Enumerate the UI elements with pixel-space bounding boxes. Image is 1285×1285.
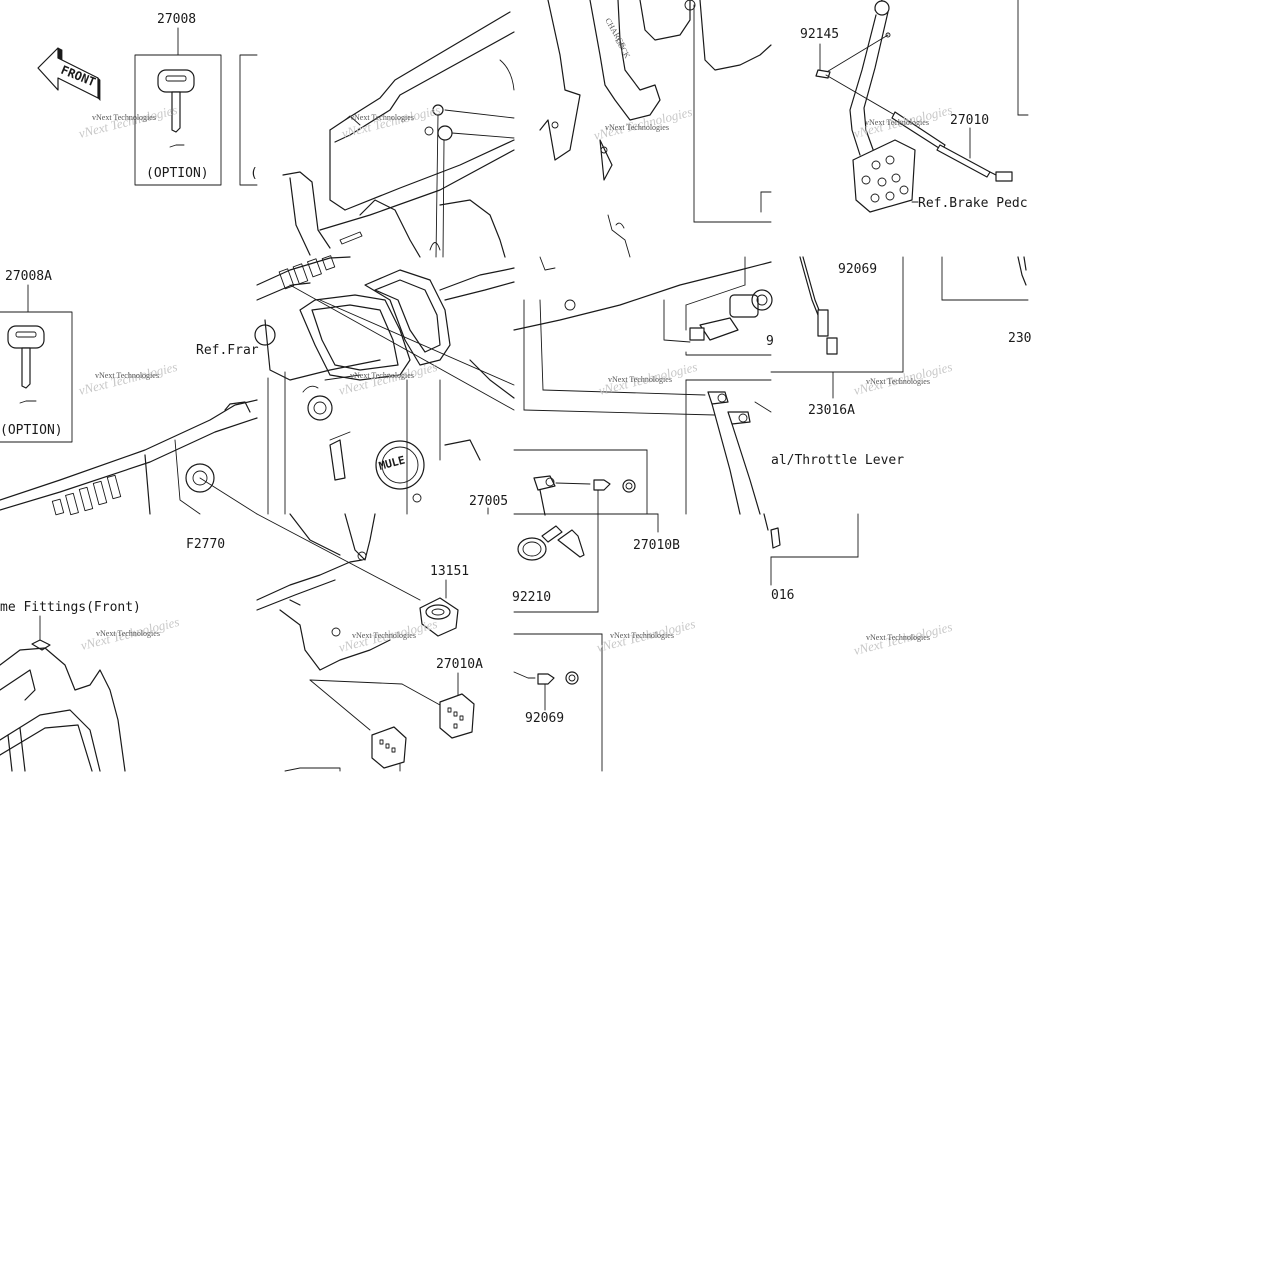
part-label-016: 016 bbox=[771, 588, 794, 603]
part-label-230: 230 bbox=[1008, 331, 1031, 346]
dashboard-lower-left bbox=[0, 399, 258, 516]
ref-label-throttle: al/Throttle Lever bbox=[771, 453, 904, 468]
part-label-27010a: 27010A bbox=[436, 657, 483, 672]
option-label-partial: ( bbox=[250, 166, 258, 181]
key-icon bbox=[157, 69, 195, 148]
part-label-27005: 27005 bbox=[469, 494, 508, 509]
part-label-92145: 92145 bbox=[800, 27, 839, 42]
part-label-27010: 27010 bbox=[950, 113, 989, 128]
dashboard-center: MULE bbox=[254, 255, 515, 515]
brake-pedal bbox=[815, 0, 1029, 213]
watermark: vNext Technologies bbox=[866, 633, 930, 642]
part-label-27008a: 27008A bbox=[5, 269, 52, 284]
ignition-parts bbox=[513, 449, 659, 772]
panel-text-2: LOCK bbox=[613, 37, 632, 61]
dashboard-upper bbox=[282, 11, 515, 258]
watermark: vNext Technologies bbox=[96, 629, 160, 638]
rocker-switch-27010a bbox=[439, 693, 475, 739]
watermark: vNext Technologies bbox=[866, 377, 930, 386]
part-label-9: 9 bbox=[766, 334, 774, 349]
watermark: vNext Technologies bbox=[352, 631, 416, 640]
frame-fittings-front bbox=[0, 639, 126, 772]
watermark: vNext Technologies bbox=[865, 118, 929, 127]
ref-label-frame-fittings: me Fittings(Front) bbox=[0, 600, 141, 615]
watermark: vNext Technologies bbox=[350, 371, 414, 380]
part-label-92069-top: 92069 bbox=[838, 262, 877, 277]
option-label-key-a: (OPTION) bbox=[146, 166, 209, 181]
switch-assembly bbox=[513, 256, 773, 515]
harness-23016a bbox=[770, 256, 1029, 399]
figure-code: F2770 bbox=[186, 537, 225, 552]
ref-label-frame: Ref.Frar bbox=[196, 343, 259, 358]
part-label-27010b: 27010B bbox=[633, 538, 680, 553]
watermark: vNext Technologies bbox=[608, 375, 672, 384]
key-icon-a bbox=[7, 325, 45, 404]
rocker-switch-lower bbox=[371, 726, 407, 772]
part-label-13151: 13151 bbox=[430, 564, 469, 579]
socket-13151 bbox=[419, 579, 459, 637]
panel-lower bbox=[256, 513, 441, 772]
watermark: vNext Technologies bbox=[605, 123, 669, 132]
throttle-harness bbox=[763, 513, 859, 586]
option-label-key-b: (OPTION) bbox=[0, 423, 63, 438]
watermark: vNext Technologies bbox=[95, 371, 159, 380]
part-label-92210: 92210 bbox=[512, 590, 551, 605]
front-arrow: FRONT bbox=[37, 47, 101, 101]
mule-badge: MULE bbox=[377, 453, 406, 472]
watermark: vNext Technologies bbox=[92, 113, 156, 122]
watermark: vNext Technologies bbox=[350, 113, 414, 122]
part-label-27008: 27008 bbox=[157, 12, 196, 27]
part-label-92069-bottom: 92069 bbox=[525, 711, 564, 726]
part-label-23016a: 23016A bbox=[808, 403, 855, 418]
key-option-box bbox=[134, 54, 222, 186]
watermark: vNext Technologies bbox=[610, 631, 674, 640]
ref-label-brake-pedal: Ref.Brake Pedc bbox=[918, 196, 1028, 211]
